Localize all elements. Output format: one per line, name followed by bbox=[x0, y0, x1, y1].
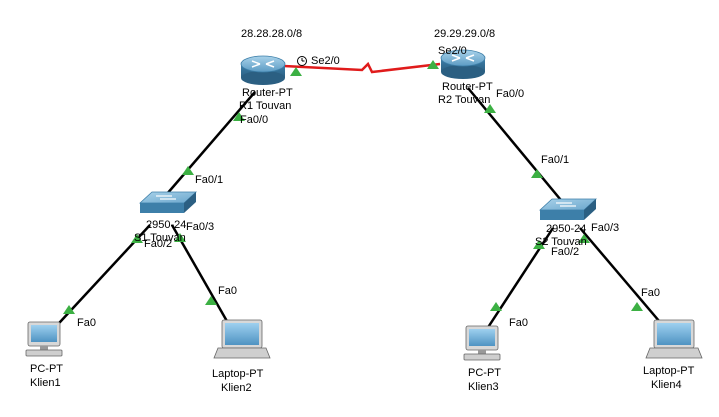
device-name-r2: R2 Touvan bbox=[438, 94, 490, 106]
link-up-icon bbox=[205, 296, 217, 305]
link-up-icon bbox=[233, 112, 245, 121]
port-label-s2-up: Fa0/1 bbox=[541, 154, 569, 166]
serial-link[interactable] bbox=[283, 61, 441, 74]
link-up-icon bbox=[484, 104, 496, 113]
router-arrows-icon bbox=[451, 54, 475, 62]
port-label-klien4: Fa0 bbox=[641, 287, 660, 299]
link-s1-klien1[interactable] bbox=[47, 224, 151, 336]
port-label-s1-pc: Fa0/2 bbox=[144, 238, 172, 250]
device-name-r1: R1 Touvan bbox=[239, 100, 291, 112]
router-arrows-icon bbox=[251, 60, 275, 68]
port-label-s2-pc: Fa0/2 bbox=[551, 246, 579, 258]
link-status-indicators bbox=[63, 60, 643, 314]
switch-arrows-icon bbox=[156, 195, 176, 200]
link-up-icon bbox=[578, 234, 590, 243]
device-type-s1: 2950-24 bbox=[146, 219, 186, 231]
link-s1-klien2[interactable] bbox=[170, 224, 234, 331]
router-r2[interactable] bbox=[440, 49, 486, 79]
port-label-r1-se: Se2/0 bbox=[311, 55, 340, 67]
device-name-klien1: Klien1 bbox=[30, 377, 61, 389]
clock-icon bbox=[297, 56, 307, 66]
link-up-icon bbox=[290, 67, 302, 76]
device-type-klien4: Laptop-PT bbox=[643, 365, 695, 377]
port-label-s1-lap: Fa0/3 bbox=[186, 221, 214, 233]
port-label-klien3: Fa0 bbox=[509, 317, 528, 329]
device-type-klien2: Laptop-PT bbox=[212, 368, 264, 380]
laptop-klien2[interactable] bbox=[213, 319, 271, 359]
device-type-s2: 2950-24 bbox=[546, 223, 586, 235]
device-name-klien2: Klien2 bbox=[221, 382, 252, 394]
port-label-r2-fa: Fa0/0 bbox=[496, 88, 524, 100]
link-up-icon bbox=[490, 302, 502, 311]
pc-klien3[interactable] bbox=[463, 325, 501, 361]
link-up-icon bbox=[174, 233, 186, 242]
device-type-klien3: PC-PT bbox=[468, 367, 501, 379]
switch-arrows-icon bbox=[556, 202, 576, 207]
link-r2-s2[interactable] bbox=[467, 87, 566, 206]
port-label-s1-up: Fa0/1 bbox=[195, 174, 223, 186]
link-up-icon bbox=[131, 234, 143, 243]
switch-s2[interactable] bbox=[538, 198, 598, 220]
pc-klien1[interactable] bbox=[25, 321, 63, 357]
link-r1-s1[interactable] bbox=[159, 91, 256, 203]
link-s2-klien4[interactable] bbox=[579, 227, 666, 329]
port-label-r1-fa: Fa0/0 bbox=[240, 114, 268, 126]
link-up-icon bbox=[631, 302, 643, 311]
device-name-s1: S1 Touvan bbox=[134, 232, 186, 244]
port-label-s2-lap: Fa0/3 bbox=[591, 222, 619, 234]
device-name-klien4: Klien4 bbox=[651, 379, 682, 391]
link-up-icon bbox=[427, 60, 439, 69]
device-name-s2: S2 Touvan bbox=[535, 236, 587, 248]
switch-s1[interactable] bbox=[138, 191, 198, 213]
link-up-icon bbox=[182, 166, 194, 175]
link-up-icon bbox=[531, 169, 543, 178]
device-type-r2: Router-PT bbox=[442, 81, 493, 93]
device-name-klien3: Klien3 bbox=[468, 381, 499, 393]
device-type-klien1: PC-PT bbox=[30, 363, 63, 375]
device-type-r1: Router-PT bbox=[242, 87, 293, 99]
network-label-left: 28.28.28.0/8 bbox=[241, 28, 302, 40]
network-label-right: 29.29.29.0/8 bbox=[434, 28, 495, 40]
link-up-icon bbox=[533, 240, 545, 249]
port-label-klien2: Fa0 bbox=[218, 285, 237, 297]
port-label-r2-se: Se2/0 bbox=[438, 45, 467, 57]
laptop-klien4[interactable] bbox=[645, 319, 703, 359]
router-r1[interactable] bbox=[240, 55, 286, 85]
port-label-klien1: Fa0 bbox=[77, 317, 96, 329]
link-up-icon bbox=[63, 305, 75, 314]
